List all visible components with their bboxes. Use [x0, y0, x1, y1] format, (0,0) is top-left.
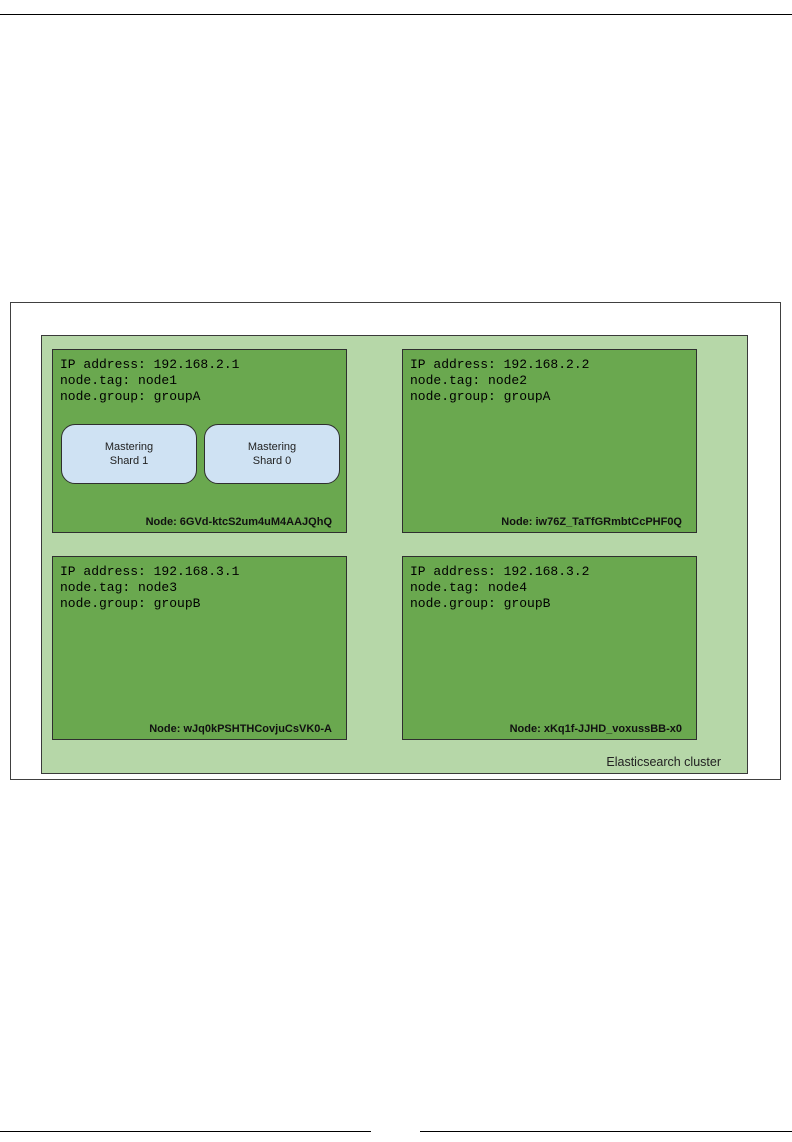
node-group: node.group: groupB [410, 596, 551, 611]
node-tag: node.tag: node1 [60, 373, 178, 388]
node-tag: node.tag: node4 [410, 580, 528, 595]
node-id: Node: iw76Z_TaTfGRmbtCcPHF0Q [501, 516, 682, 528]
node-properties: IP address: 192.168.3.2 node.tag: node4 … [410, 564, 589, 612]
node-id: Node: wJq0kPSHTHCovjuCsVK0-A [149, 723, 332, 735]
node-ip: IP address: 192.168.2.1 [60, 357, 240, 372]
node-tag: node.tag: node2 [410, 373, 528, 388]
shard-1: Mastering Shard 1 [61, 424, 197, 484]
node-4: IP address: 192.168.3.2 node.tag: node4 … [402, 556, 697, 740]
node-ip: IP address: 192.168.3.1 [60, 564, 240, 579]
shard-1-role: Mastering [104, 441, 154, 453]
node-ip: IP address: 192.168.2.2 [410, 357, 590, 372]
node-group: node.group: groupA [60, 389, 201, 404]
node-tag: node.tag: node3 [60, 580, 178, 595]
node-group: node.group: groupB [60, 596, 201, 611]
shard-0-name: Shard 0 [252, 455, 292, 467]
footer-rule-right [420, 1131, 792, 1132]
node-id: Node: xKq1f-JJHD_voxussBB-x0 [509, 723, 682, 735]
node-properties: IP address: 192.168.2.2 node.tag: node2 … [410, 357, 589, 405]
node-ip: IP address: 192.168.3.2 [410, 564, 590, 579]
node-properties: IP address: 192.168.3.1 node.tag: node3 … [60, 564, 239, 612]
shard-0: Mastering Shard 0 [204, 424, 340, 484]
shard-1-name: Shard 1 [109, 455, 149, 467]
node-group: node.group: groupA [410, 389, 551, 404]
node-2: IP address: 192.168.2.2 node.tag: node2 … [402, 349, 697, 533]
node-1: IP address: 192.168.2.1 node.tag: node1 … [52, 349, 347, 533]
shard-0-role: Mastering [247, 441, 297, 453]
cluster-label: Elasticsearch cluster [606, 755, 721, 769]
node-id: Node: 6GVd-ktcS2um4uM4AAJQhQ [145, 516, 332, 528]
node-properties: IP address: 192.168.2.1 node.tag: node1 … [60, 357, 239, 405]
footer-rule-left [0, 1131, 371, 1132]
node-3: IP address: 192.168.3.1 node.tag: node3 … [52, 556, 347, 740]
header-rule [0, 14, 792, 15]
